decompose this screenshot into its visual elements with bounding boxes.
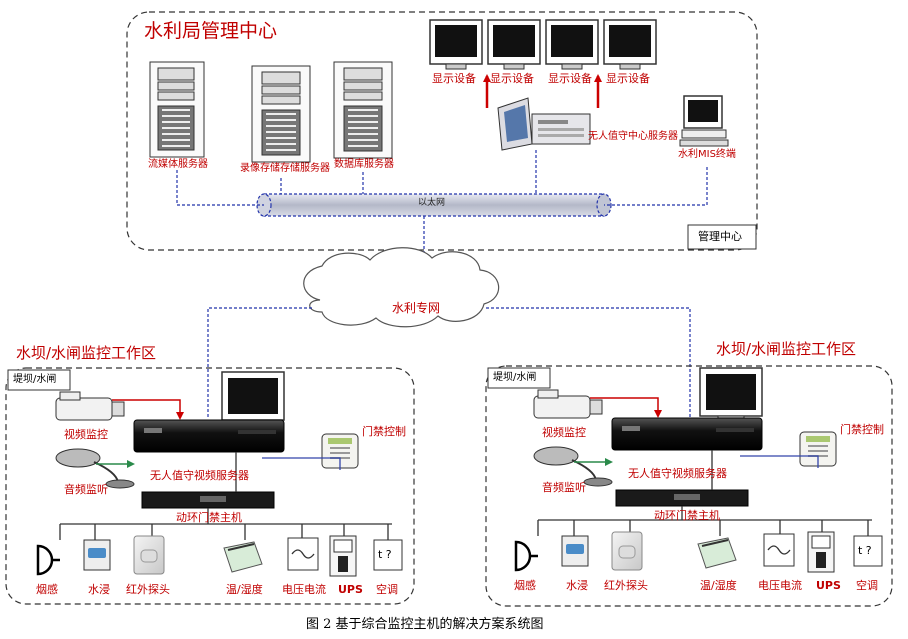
figure-caption: 图 2 基于综合监控主机的解决方案系统图	[306, 617, 544, 632]
display-3	[545, 19, 599, 70]
site-left-water-sensor	[83, 539, 111, 571]
site-left-sensor-smoke: 烟感	[36, 583, 58, 596]
center-boundary	[126, 11, 758, 251]
site-right-host-label: 动环门禁主机	[654, 509, 720, 522]
site-left-ac-text: t ?	[378, 548, 392, 561]
site-left-access-label: 门禁控制	[362, 425, 406, 438]
water-network-label: 水利专网	[392, 301, 441, 315]
site-left	[5, 367, 415, 605]
server-recording-label: 录像存储存储服务器	[240, 163, 330, 174]
site-left-server-label: 无人值守视频服务器	[150, 469, 249, 482]
server-streaming	[149, 61, 205, 158]
site-left-audio-label: 音频监听	[64, 483, 108, 496]
site-left-sensor-voltage: 电压电流	[282, 583, 326, 596]
site-right-sensor-infrared: 红外探头	[604, 579, 648, 592]
display-3-label: 显示设备	[548, 72, 592, 85]
site-left-sensor-infrared: 红外探头	[126, 583, 170, 596]
site-left-camera	[55, 391, 125, 421]
display-2	[487, 19, 541, 70]
water-network-cloud	[303, 247, 500, 328]
display-2-label: 显示设备	[490, 72, 534, 85]
display-4	[603, 19, 657, 70]
center-title: 水利局管理中心	[144, 20, 278, 42]
site-left-sensor-water: 水浸	[88, 583, 110, 596]
display-1-label: 显示设备	[432, 72, 476, 85]
site-right-sensor-voltage: 电压电流	[758, 579, 802, 592]
site-right-camera	[533, 389, 603, 419]
site-left-tag-frame	[7, 369, 71, 391]
site-left-ac-box	[373, 539, 403, 571]
site-right-sensor-ac: 空调	[856, 579, 878, 592]
ethernet-label: 以太网	[418, 198, 446, 208]
center-unattended-server	[497, 97, 591, 151]
site-left-humidity-sensor	[223, 541, 263, 573]
site-left-ups	[329, 535, 357, 577]
site-left-smoke-sensor	[36, 544, 54, 576]
site-left-dvr	[133, 419, 285, 453]
site-right-access-label: 门禁控制	[840, 423, 884, 436]
mis-terminal-label: 水利MIS终端	[678, 149, 736, 160]
site-right-sensor-ups: UPS	[816, 579, 841, 592]
server-database-label: 数据库服务器	[334, 159, 394, 170]
site-right-dvr	[611, 417, 763, 451]
server-recording	[251, 65, 311, 163]
site-right-ups	[807, 531, 835, 573]
site-right-smoke-sensor	[514, 540, 532, 572]
site-left-video-label: 视频监控	[64, 428, 108, 441]
site-left-sensor-ac: 空调	[376, 583, 398, 596]
site-left-title: 水坝/水闸监控工作区	[16, 344, 157, 362]
wan-links	[207, 307, 691, 420]
site-right-sensor-humidity: 温/湿度	[700, 579, 737, 592]
site-left-boundary	[5, 367, 415, 605]
site-right-tag-frame	[487, 367, 551, 389]
site-right-video-label: 视频监控	[542, 426, 586, 439]
site-right-humidity-sensor	[697, 537, 737, 569]
site-right-sensor-water: 水浸	[566, 579, 588, 592]
site-left-infrared-sensor	[133, 535, 165, 575]
server-database	[333, 61, 393, 159]
site-right-ac-box	[853, 535, 883, 567]
site-right-sensor-smoke: 烟感	[514, 579, 536, 592]
site-left-sensor-ups: UPS	[338, 583, 363, 596]
site-left-tag: 堤坝/水闸	[13, 374, 57, 385]
center-unattended-server-label: 无人值守中心服务器	[588, 131, 678, 142]
site-right-server-label: 无人值守视频服务器	[628, 467, 727, 480]
display-1	[429, 19, 483, 70]
site-left-sensor-humidity: 温/湿度	[226, 583, 263, 596]
server-streaming-label: 流媒体服务器	[148, 159, 208, 170]
site-left-microphone	[55, 448, 135, 489]
center-box-label-frame	[687, 224, 757, 250]
site-right-ac-text: t ?	[858, 544, 872, 557]
mis-terminal	[679, 95, 729, 147]
site-right-audio-label: 音频监听	[542, 481, 586, 494]
display-4-label: 显示设备	[606, 72, 650, 85]
site-left-host-label: 动环门禁主机	[176, 511, 242, 524]
center-box-label: 管理中心	[698, 230, 742, 243]
site-right-infrared-sensor	[611, 531, 643, 571]
site-right-title: 水坝/水闸监控工作区	[716, 340, 857, 358]
site-right	[485, 365, 893, 607]
site-right-voltage-sensor	[763, 533, 795, 567]
site-right-water-sensor	[561, 535, 589, 567]
site-right-boundary	[485, 365, 893, 607]
site-right-tag: 堤坝/水闸	[493, 372, 537, 383]
site-left-voltage-sensor	[287, 537, 319, 571]
